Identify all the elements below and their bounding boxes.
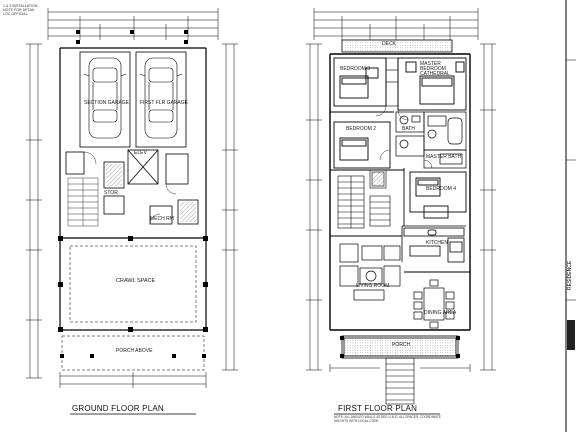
installation-note: 1 & 2 INSTALLATION NOTE FOR DETAIL LOC O… <box>3 4 38 16</box>
bedroom4-label: BEDROOM 4 <box>426 186 457 192</box>
first-floor-title: FIRST FLOOR PLAN <box>338 404 418 413</box>
storage-label: STOR <box>104 190 118 196</box>
master-bedroom-label: MASTER BEDROOM CATHEDRAL <box>420 61 450 77</box>
elevator-label: ELEV <box>134 150 147 156</box>
first-floor-note: NOTE: ALL ANGLED WALLS 45 DEG U.N.O. ALL… <box>334 415 441 423</box>
porch-label: PORCH <box>392 342 411 348</box>
bath-label: BATH <box>402 126 415 132</box>
dining-area-label: DINING AREA <box>424 310 457 316</box>
deck-label: DECK <box>382 41 396 47</box>
master-bath-label: MASTER BATH <box>426 154 462 160</box>
garage-left-label: SECTION GARAGE <box>84 100 130 106</box>
kitchen-label: KITCHEN <box>426 240 448 246</box>
crawl-space-label: CRAWL SPACE <box>116 278 156 284</box>
bedroom3-label: BEDROOM 3 <box>340 66 371 72</box>
ground-floor-plan <box>26 8 238 415</box>
garage-right-label: FIRST FLR GARAGE <box>140 100 188 106</box>
mech-room-label: MECH RM <box>150 216 174 222</box>
living-room-label: LIVING ROOM <box>356 283 390 289</box>
porch-above-label: PORCH ABOVE <box>116 348 153 354</box>
ground-floor-title: GROUND FLOOR PLAN <box>72 404 164 413</box>
title-block-text: RESIDENCE <box>567 260 573 290</box>
first-floor-plan <box>306 8 496 415</box>
title-block-frame <box>565 0 576 432</box>
bedroom2-label: BEDROOM 2 <box>346 126 377 132</box>
